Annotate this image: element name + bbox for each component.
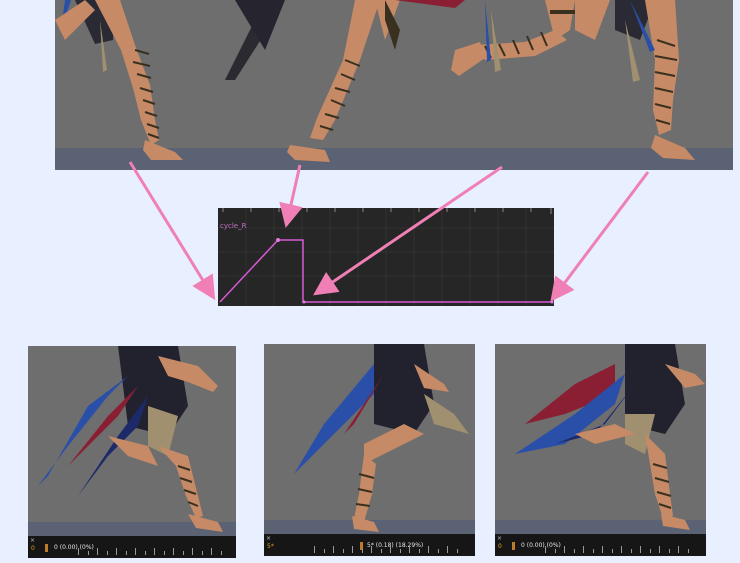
curve-label: cycle_R (220, 222, 247, 230)
close-icon[interactable]: × (266, 535, 272, 542)
ruler-tick (192, 548, 193, 555)
leg-pose-2 (225, 0, 400, 162)
ruler-tick (333, 546, 334, 553)
top-viewport-strip (55, 0, 733, 170)
ruler-tick (447, 546, 448, 553)
ruler-tick (592, 549, 594, 553)
ruler-tick (611, 549, 613, 553)
grid (218, 208, 554, 306)
curve-line (219, 239, 552, 303)
curve-graph (218, 208, 554, 306)
timeline-bar[interactable]: × 0 0 (0.00) (0%) (28, 536, 236, 558)
ruler-tick (659, 546, 660, 553)
frame-readout: 0 (0.00) (0%) (54, 544, 94, 551)
ruler-tick (87, 551, 89, 555)
arrow-1 (128, 161, 216, 301)
ruler-tick (390, 546, 391, 553)
ruler-tick (428, 546, 429, 553)
ruler-tick (668, 549, 670, 553)
frame-field[interactable]: 5* (267, 543, 274, 550)
ruler-tick (640, 546, 641, 553)
timeline-ruler (545, 545, 700, 553)
leg-poses-illustration (55, 0, 695, 162)
ruler-tick (182, 551, 184, 555)
ruler-tick (125, 551, 127, 555)
playhead[interactable] (360, 542, 363, 550)
ruler-tick (106, 551, 108, 555)
timeline-bar[interactable]: × 0 0 (0.00) (0%) (495, 534, 706, 556)
viewport-shot-3: × 0 0 (0.00) (0%) (495, 344, 706, 556)
ruler-tick (97, 548, 98, 555)
ruler-tick (602, 546, 603, 553)
ruler-ticks (222, 208, 552, 214)
ruler-tick (78, 548, 79, 555)
playhead[interactable] (512, 542, 515, 550)
timeline-bar[interactable]: × 5* 5* (0.18) (18.29%) (264, 534, 475, 556)
ruler-tick (687, 549, 689, 553)
ruler-tick (630, 549, 632, 553)
ruler-tick (554, 549, 556, 553)
ruler-tick (116, 548, 117, 555)
ruler-tick (573, 549, 575, 553)
curve-key (302, 300, 306, 304)
frame-readout: 5* (0.18) (18.29%) (367, 542, 424, 549)
ruler-tick (173, 548, 174, 555)
close-icon[interactable]: × (497, 535, 503, 542)
character-pose-3 (515, 344, 705, 530)
character-pose-1 (38, 346, 223, 532)
ruler-tick (409, 546, 410, 553)
ruler-tick (399, 549, 401, 553)
ruler-tick (418, 549, 420, 553)
ruler-tick (678, 546, 679, 553)
leg-pose-3 (395, 0, 585, 76)
ruler-tick (314, 546, 315, 553)
floor (55, 148, 733, 170)
timeline-ruler (314, 545, 469, 553)
arrow-4 (550, 171, 650, 302)
ruler-tick (342, 549, 344, 553)
ruler-tick (352, 546, 353, 553)
ruler-tick (583, 546, 584, 553)
frame-field[interactable]: 0 (498, 543, 502, 550)
ruler-tick (154, 548, 155, 555)
curve-key (276, 238, 280, 242)
ruler-tick (649, 549, 651, 553)
playhead[interactable] (45, 544, 48, 552)
ruler-tick (361, 549, 363, 553)
frame-field[interactable]: 0 (31, 545, 35, 552)
curve-editor-panel[interactable]: cycle_R (218, 208, 554, 306)
leg-pose-4 (575, 0, 695, 160)
timeline-ruler (78, 547, 230, 555)
ruler-tick (323, 549, 325, 553)
ruler-tick (220, 551, 222, 555)
close-icon[interactable]: × (30, 537, 36, 544)
character-pose-2 (294, 344, 469, 532)
leg-pose-1 (55, 0, 183, 160)
ruler-tick (437, 549, 439, 553)
curve-key (550, 300, 554, 304)
viewport-shot-1: × 0 0 (0.00) (0%) (28, 346, 236, 558)
viewport-shot-2: × 5* 5* (0.18) (18.29%) (264, 344, 475, 556)
ruler-tick (545, 546, 546, 553)
ruler-tick (211, 548, 212, 555)
ruler-tick (621, 546, 622, 553)
ruler-tick (456, 549, 458, 553)
frame-readout: 0 (0.00) (0%) (521, 542, 561, 549)
ruler-tick (371, 546, 372, 553)
ruler-tick (201, 551, 203, 555)
floor (495, 520, 706, 534)
ruler-tick (163, 551, 165, 555)
ruler-tick (135, 548, 136, 555)
ruler-tick (144, 551, 146, 555)
ruler-tick (380, 549, 382, 553)
floor (28, 522, 236, 536)
ruler-tick (564, 546, 565, 553)
